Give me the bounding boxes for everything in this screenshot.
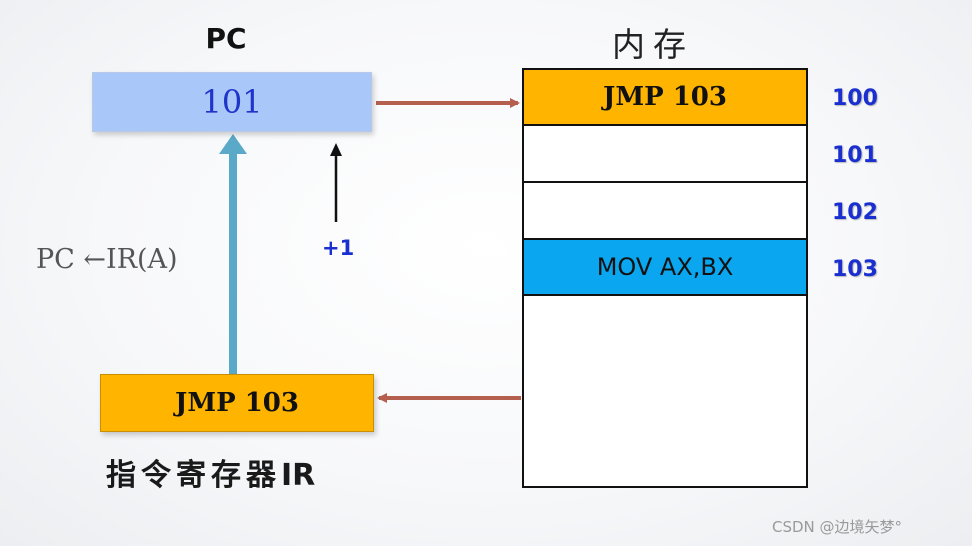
memory-title: 内存 [612, 25, 694, 64]
ir-content: JMP 103 [175, 388, 299, 418]
increment-arrow [330, 143, 342, 222]
memory-cell-content: JMP 103 [603, 82, 727, 112]
memory-cell-100: JMP 103 [522, 68, 808, 126]
pc-assign-label: PC ←IR(A) [36, 244, 178, 275]
memory-cell-content: MOV AX,BX [596, 253, 734, 281]
address-label-102: 102 [832, 200, 878, 225]
address-label-100: 100 [832, 86, 878, 111]
address-label-101: 101 [832, 143, 878, 168]
memory-cell-103: MOV AX,BX [522, 238, 808, 296]
increment-label: +1 [322, 236, 355, 260]
memory-cell-101 [522, 124, 808, 183]
jump-arrow [219, 134, 247, 374]
watermark: CSDN @边境矢梦° [772, 518, 903, 536]
instruction-register: JMP 103 [100, 374, 374, 432]
ir-label-latin: IR [281, 458, 316, 493]
address-label-103: 103 [832, 257, 878, 282]
pc-value: 101 [201, 83, 263, 121]
pc-register: 101 [92, 72, 372, 132]
memory-cell-102 [522, 181, 808, 240]
ir-label-cjk: 指令寄存器 [106, 458, 281, 493]
ir-label: 指令寄存器IR [106, 450, 315, 494]
pc-title: PC [205, 22, 247, 55]
